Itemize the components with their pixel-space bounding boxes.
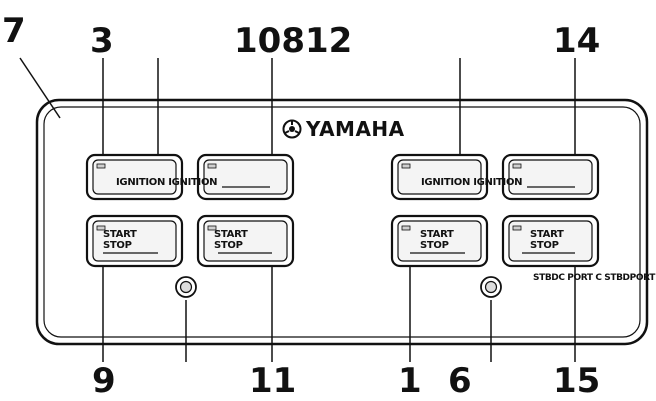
yamaha-tuning-fork-logo-icon xyxy=(282,119,302,139)
port-starboard-labels: STBDC PORT C STBDPORT xyxy=(533,273,655,283)
start-stop-button-3[interactable] xyxy=(390,214,489,268)
start-label: START xyxy=(420,229,454,240)
callout-6: 6 xyxy=(448,361,472,401)
callout-7: 7 xyxy=(2,11,26,51)
callout-15: 15 xyxy=(553,361,601,401)
ignition-button-left[interactable] xyxy=(85,153,184,201)
start-label: START xyxy=(530,229,564,240)
callout-9: 9 xyxy=(92,361,116,401)
trim-knob-right[interactable] xyxy=(480,276,502,298)
ignition-label-right: IGNITION IGNITION xyxy=(421,177,523,188)
start-stop-2-label: START STOP xyxy=(214,229,248,251)
indicator-lamp xyxy=(512,163,522,169)
start-stop-button-2[interactable] xyxy=(196,214,295,268)
panel-inner-border xyxy=(43,106,641,338)
stop-label: STOP xyxy=(420,240,449,251)
callout-14: 14 xyxy=(553,21,601,61)
start-stop-1-label: START STOP xyxy=(103,229,137,251)
trim-knob-left[interactable] xyxy=(175,276,197,298)
indicator-lamp xyxy=(207,225,217,231)
start-stop-4-label: START STOP xyxy=(530,229,564,251)
stop-label: STOP xyxy=(530,240,559,251)
start-stop-button-1[interactable] xyxy=(85,214,184,268)
indicator-lamp xyxy=(401,163,411,169)
indicator-lamp xyxy=(207,163,217,169)
ignition-button-center-left[interactable] xyxy=(196,153,295,201)
leader-7 xyxy=(19,57,61,119)
start-stop-3-label: START STOP xyxy=(420,229,454,251)
stop-label: STOP xyxy=(214,240,243,251)
stop-label: STOP xyxy=(103,240,132,251)
brand: YAMAHA xyxy=(282,117,405,141)
callout-10812: 10812 xyxy=(234,21,353,61)
indicator-lamp xyxy=(401,225,411,231)
indicator-lamp xyxy=(96,163,106,169)
brand-name: YAMAHA xyxy=(306,117,405,141)
callout-11: 11 xyxy=(249,361,297,401)
ignition-button-right[interactable] xyxy=(501,153,600,201)
start-label: START xyxy=(103,229,137,240)
ignition-label-left: IGNITION IGNITION xyxy=(116,177,218,188)
start-label: START xyxy=(214,229,248,240)
indicator-lamp xyxy=(96,225,106,231)
callout-3: 3 xyxy=(90,21,114,61)
ignition-button-center-right[interactable] xyxy=(390,153,489,201)
indicator-lamp xyxy=(512,225,522,231)
start-stop-button-4[interactable] xyxy=(501,214,600,268)
callout-1: 1 xyxy=(398,361,422,401)
